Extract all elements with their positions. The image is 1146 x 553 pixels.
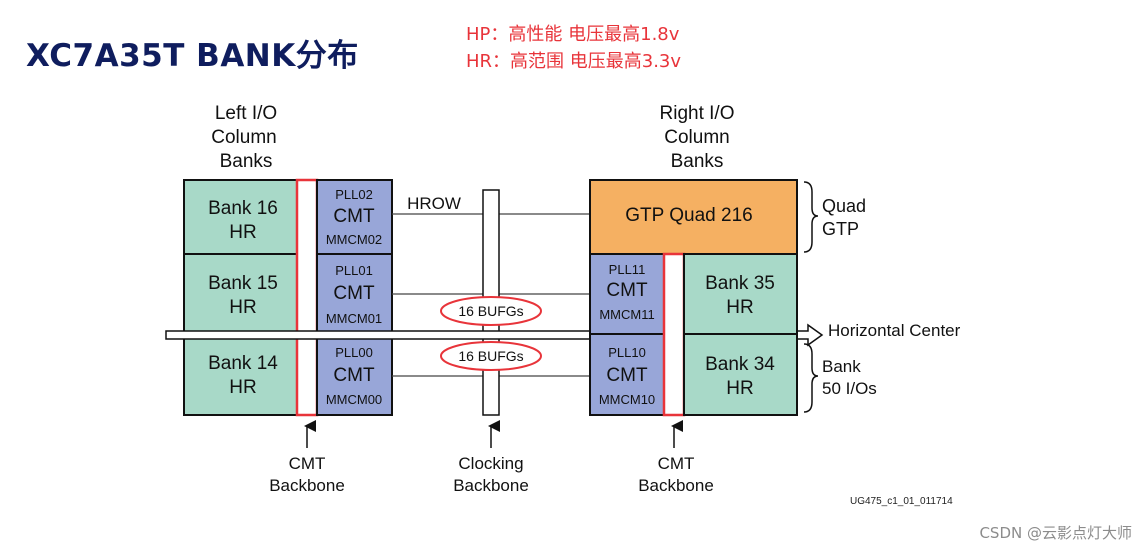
svg-text:MMCM10: MMCM10 xyxy=(599,392,655,407)
bank-14-box xyxy=(183,333,303,416)
bufg-bottom: 16 BUFGs xyxy=(440,341,542,371)
svg-text:50 I/Os: 50 I/Os xyxy=(822,379,877,398)
bank-io-label: Bank 50 I/Os xyxy=(822,357,877,398)
svg-text:Banks: Banks xyxy=(220,151,273,172)
svg-text:CMT: CMT xyxy=(333,365,375,386)
svg-text:CMT: CMT xyxy=(606,365,648,386)
horizontal-center-arrow xyxy=(165,323,824,347)
svg-text:PLL00: PLL00 xyxy=(335,345,373,360)
bank-16-box xyxy=(183,179,303,255)
svg-text:Bank: Bank xyxy=(822,357,861,376)
svg-text:Backbone: Backbone xyxy=(269,476,345,495)
svg-text:GTP: GTP xyxy=(822,219,859,239)
right-cmts: PLL11 CMT MMCM11 PLL10 CMT MMCM10 xyxy=(589,253,665,416)
side-braces xyxy=(803,181,819,413)
bank-15-box xyxy=(183,253,303,335)
watermark: CSDN @云影点灯大师 xyxy=(979,524,1132,542)
right-banks: Bank 35 HR Bank 34 HR xyxy=(683,253,798,416)
clocking-backbone-label: Clocking Backbone xyxy=(453,454,529,495)
cmt-01-box xyxy=(316,253,393,335)
quad-brace xyxy=(803,181,819,253)
svg-text:Left I/O: Left I/O xyxy=(215,103,277,124)
horizontal-center-label: Horizontal Center xyxy=(828,321,961,340)
left-column-header: Left I/O Column Banks xyxy=(211,103,277,172)
svg-text:PLL11: PLL11 xyxy=(609,262,646,277)
hrow-label: HROW xyxy=(407,194,461,213)
svg-text:MMCM00: MMCM00 xyxy=(326,392,382,407)
svg-text:Backbone: Backbone xyxy=(453,476,529,495)
reference-id: UG475_c1_01_011714 xyxy=(850,496,953,507)
svg-text:PLL01: PLL01 xyxy=(335,263,373,278)
bank-16-name: Bank 16 xyxy=(208,198,278,219)
bank-35-box xyxy=(683,253,798,335)
bank-35-type: HR xyxy=(726,297,753,318)
gtp-quad: GTP Quad 216 xyxy=(589,179,798,255)
cmt-02-box xyxy=(316,179,393,255)
right-cmt-backbone xyxy=(662,252,686,417)
bank-brace xyxy=(803,343,819,413)
svg-text:Right I/O: Right I/O xyxy=(660,103,735,124)
svg-text:MMCM02: MMCM02 xyxy=(326,232,382,247)
hr-note: HR：高范围 电压最高3.3v xyxy=(466,51,682,72)
bank-34-box xyxy=(683,333,798,416)
left-cmts: PLL02 CMT MMCM02 PLL01 CMT MMCM01 PLL00 … xyxy=(316,179,393,416)
quad-gtp-label: Quad GTP xyxy=(822,196,866,239)
svg-text:Column: Column xyxy=(211,127,276,148)
bank-34-type: HR xyxy=(726,378,753,399)
svg-text:CMT: CMT xyxy=(658,454,695,473)
gtp-quad-label: GTP Quad 216 xyxy=(625,205,752,226)
svg-text:Quad: Quad xyxy=(822,196,866,216)
bank-14-name: Bank 14 xyxy=(208,353,278,374)
svg-text:16 BUFGs: 16 BUFGs xyxy=(458,348,523,364)
bank-16-type: HR xyxy=(229,222,256,243)
bank-35-name: Bank 35 xyxy=(705,273,775,294)
hp-note: HP：高性能 电压最高1.8v xyxy=(466,24,680,45)
svg-text:CMT: CMT xyxy=(333,206,375,227)
bank-34-name: Bank 34 xyxy=(705,354,775,375)
page-title: XC7A35T BANK分布 xyxy=(26,38,359,74)
right-cmt-backbone-label: CMT Backbone xyxy=(638,454,714,495)
svg-text:CMT: CMT xyxy=(333,283,375,304)
svg-text:MMCM01: MMCM01 xyxy=(326,311,382,326)
svg-text:MMCM11: MMCM11 xyxy=(599,307,654,322)
left-cmt-backbone xyxy=(295,178,319,417)
svg-text:CMT: CMT xyxy=(606,280,648,301)
bufg-top: 16 BUFGs xyxy=(440,296,542,326)
svg-text:16 BUFGs: 16 BUFGs xyxy=(458,303,523,319)
bottom-arrows xyxy=(304,420,683,448)
cmt-10-box xyxy=(589,333,665,416)
svg-text:Banks: Banks xyxy=(671,151,724,172)
svg-text:CMT: CMT xyxy=(289,454,326,473)
svg-text:Backbone: Backbone xyxy=(638,476,714,495)
left-banks: Bank 16 HR Bank 15 HR Bank 14 HR xyxy=(183,179,303,416)
svg-text:Column: Column xyxy=(664,127,729,148)
svg-text:PLL02: PLL02 xyxy=(335,187,373,202)
right-column-header: Right I/O Column Banks xyxy=(660,103,735,172)
bank-14-type: HR xyxy=(229,377,256,398)
svg-text:PLL10: PLL10 xyxy=(608,345,646,360)
bank-15-name: Bank 15 xyxy=(208,273,278,294)
svg-text:Clocking: Clocking xyxy=(458,454,523,473)
left-cmt-backbone-label: CMT Backbone xyxy=(269,454,345,495)
bank-15-type: HR xyxy=(229,297,256,318)
